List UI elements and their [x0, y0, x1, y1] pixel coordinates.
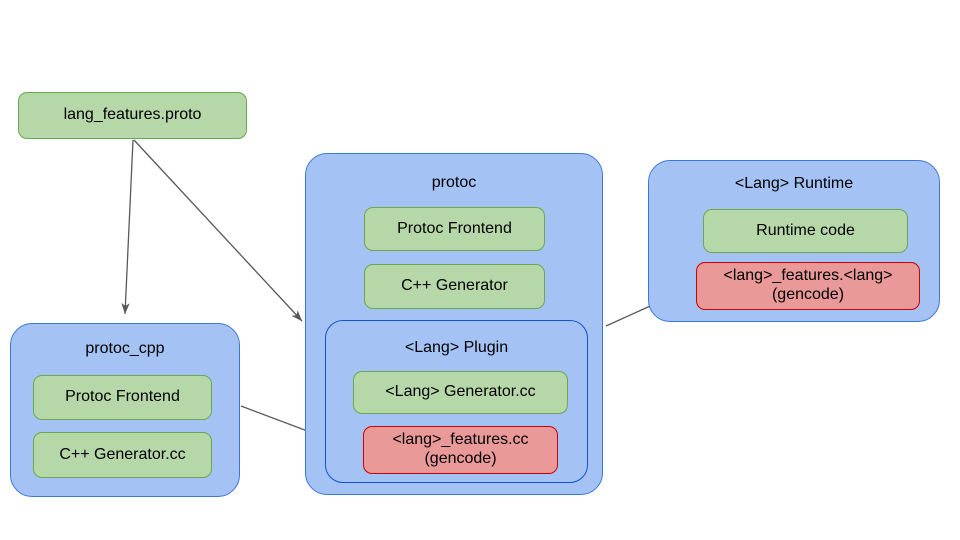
edge-proto-to-protoc [133, 139, 303, 322]
node-protoc-cpp-protoc-frontend[interactable]: Protoc Frontend [33, 375, 212, 420]
group-protoc-cpp-label: protoc_cpp [85, 340, 165, 357]
node-lang-features-cc-gencode-line1: <lang>_features.cc [392, 431, 529, 449]
node-lang-features-cc-gencode[interactable]: <lang>_features.cc (gencode) [363, 426, 558, 474]
node-lang-features-cc-gencode-line2: (gencode) [424, 450, 497, 467]
node-runtime-code[interactable]: Runtime code [703, 209, 908, 253]
node-protoc-protoc-frontend[interactable]: Protoc Frontend [364, 207, 545, 251]
edge-proto-to-protoc-cpp [121, 139, 134, 315]
node-lang-features-lang-gencode-line2: (gencode) [771, 286, 845, 303]
group-lang-plugin-label: <Lang> Plugin [404, 339, 509, 356]
node-lang-features-lang-gencode-line1: <lang>_features.<lang> [723, 267, 893, 285]
node-protoc-cpp-cpp-generator-cc[interactable]: C++ Generator.cc [33, 432, 212, 478]
group-lang-runtime-label: <Lang> Runtime [734, 175, 854, 192]
node-lang-features-proto[interactable]: lang_features.proto [18, 92, 247, 139]
node-protoc-cpp-generator[interactable]: C++ Generator [364, 264, 545, 309]
node-lang-generator-cc[interactable]: <Lang> Generator.cc [353, 371, 568, 414]
node-lang-features-proto-label: lang_features.proto [63, 106, 202, 124]
group-protoc-label: protoc [431, 174, 477, 191]
node-lang-features-lang-gencode[interactable]: <lang>_features.<lang> (gencode) [696, 262, 920, 310]
